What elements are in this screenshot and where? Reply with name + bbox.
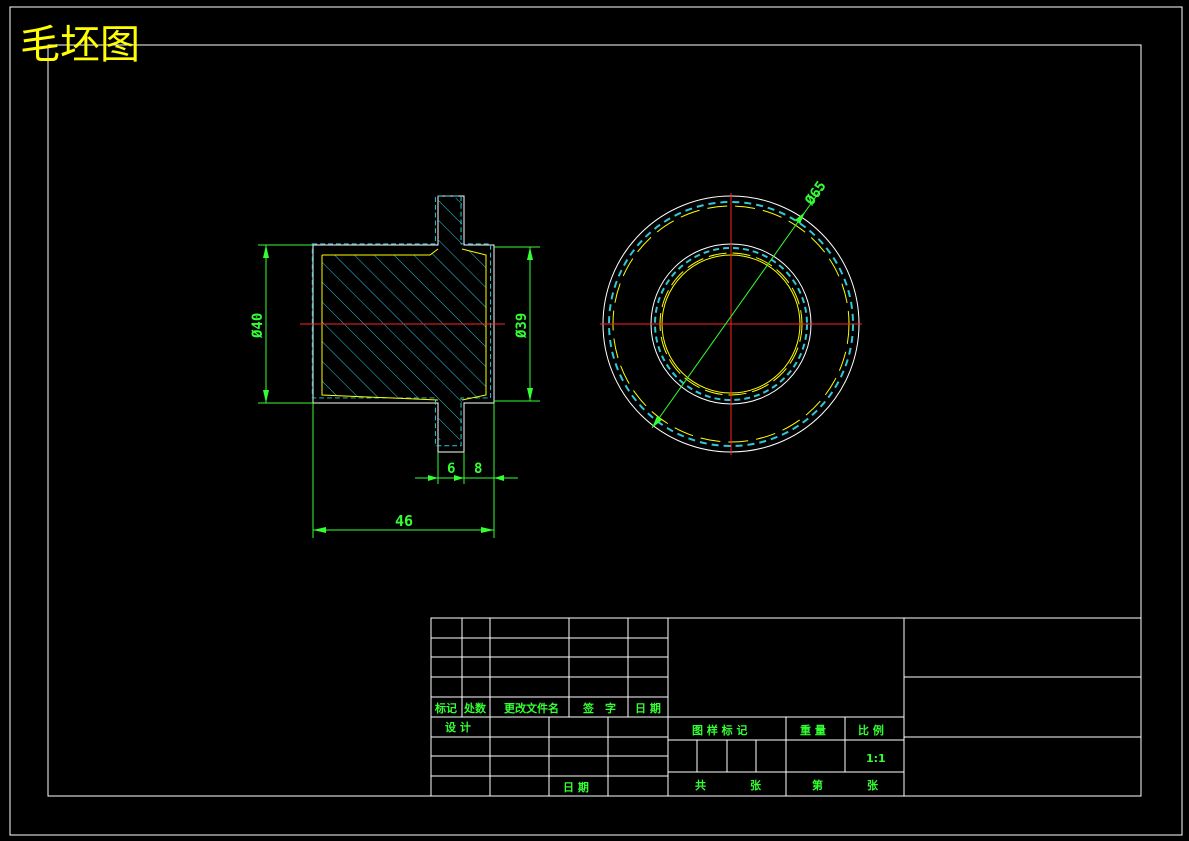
section-hatch: [322, 198, 486, 440]
title-block-labels: 标记 处数 更改文件名 签 字 日 期 设 计 日 期 图 样 标 记 重 量 …: [434, 701, 886, 794]
tb-mark: 标记: [434, 701, 457, 715]
tb-signature: 签 字: [582, 701, 616, 715]
dim-diameter-39: Ø39: [514, 313, 530, 339]
tb-scale-label: 比 例: [858, 723, 884, 737]
tb-design: 设 计: [445, 720, 471, 734]
tb-scale-value: 1:1: [866, 752, 886, 765]
end-view: Ø65: [600, 178, 862, 455]
inner-frame: [47, 44, 1142, 797]
section-view: Ø40 Ø39 6 8 46: [250, 195, 540, 538]
tb-sheet-no: 第: [812, 778, 823, 792]
dim-width-8: 8: [474, 461, 482, 477]
tb-sheet: 张: [867, 778, 879, 792]
tb-date: 日 期: [635, 701, 661, 715]
tb-total: 共: [695, 778, 706, 792]
outer-frame: [9, 6, 1183, 836]
allowance-band: [311, 195, 492, 447]
tb-drawing-mark: 图 样 标 记: [692, 723, 748, 737]
tb-count: 处数: [463, 701, 487, 715]
drawing-title: 毛坯图: [20, 22, 140, 68]
tb-weight: 重 量: [800, 723, 826, 737]
title-block: [430, 617, 1142, 797]
tb-date2: 日 期: [563, 780, 589, 794]
tb-change-file: 更改文件名: [504, 701, 559, 715]
dim-length-46: 46: [395, 512, 413, 530]
dim-diameter-40: Ø40: [250, 313, 266, 339]
tb-sheets: 张: [750, 778, 762, 792]
dim-diameter-65: Ø65: [802, 178, 830, 209]
dim-width-6: 6: [447, 461, 455, 477]
